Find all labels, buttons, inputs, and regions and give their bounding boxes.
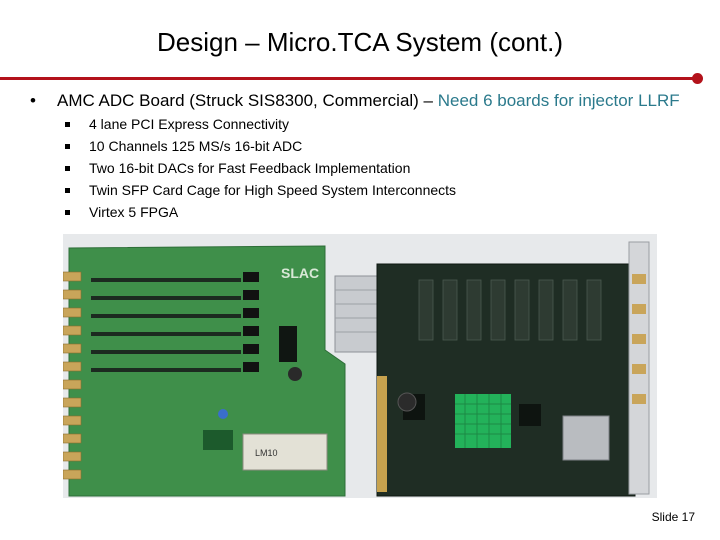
slide-title: Design – Micro.TCA System (cont.) — [157, 27, 563, 57]
main-bullet-marker: • — [30, 91, 36, 110]
amc-adc-board-photo: SLAC LM10 — [63, 234, 657, 498]
square-bullet-icon — [65, 188, 70, 193]
main-bullet-plain: AMC ADC Board (Struck SIS8300, Commercia… — [57, 91, 438, 110]
slac-silkscreen-logo: SLAC — [281, 265, 319, 281]
title-rule-end-dot — [692, 73, 703, 84]
main-bullet-highlight: Need 6 boards for injector LLRF — [437, 91, 680, 110]
chip-label: LM10 — [255, 448, 278, 458]
slide-number: Slide 17 — [651, 510, 695, 524]
sub-bullet-label: Twin SFP Card Cage for High Speed System… — [89, 182, 457, 198]
sub-bullet-label: 10 Channels 125 MS/s 16-bit ADC — [89, 138, 303, 154]
square-bullet-icon — [65, 210, 70, 215]
title-rule — [0, 77, 696, 80]
board-photo-illustration: SLAC LM10 — [63, 234, 657, 498]
sub-bullet-label: 4 lane PCI Express Connectivity — [89, 116, 289, 132]
main-bullet-text: AMC ADC Board (Struck SIS8300, Commercia… — [57, 91, 680, 111]
sub-bullet-label: Two 16-bit DACs for Fast Feedback Implem… — [89, 160, 411, 176]
square-bullet-icon — [65, 166, 70, 171]
sub-bullet-label: Virtex 5 FPGA — [89, 204, 179, 220]
square-bullet-icon — [65, 144, 70, 149]
square-bullet-icon — [65, 122, 70, 127]
